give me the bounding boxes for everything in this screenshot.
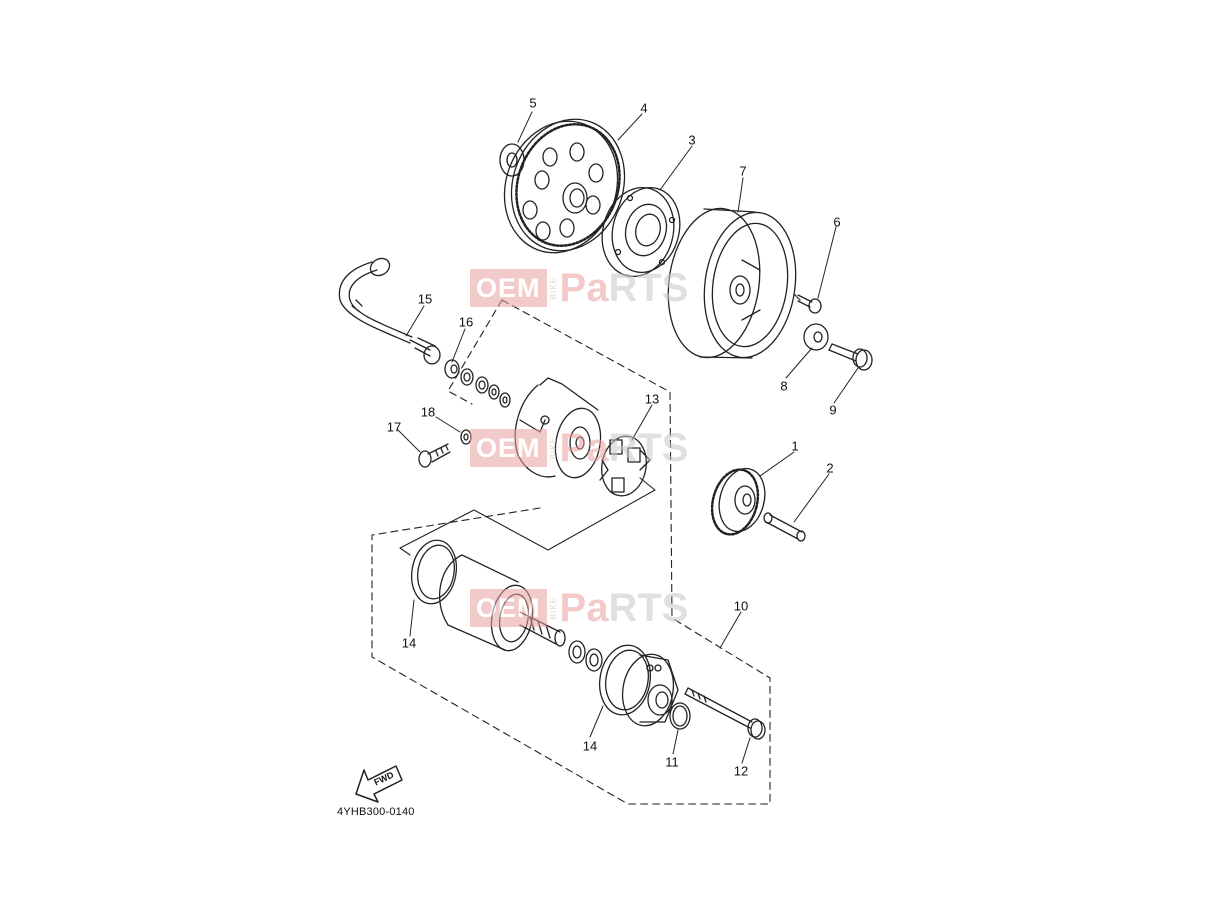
watermark-prefix: OEM xyxy=(470,589,547,627)
callout-11: 11 xyxy=(665,754,679,770)
watermark-vertical: BIKE xyxy=(548,436,558,460)
watermark-accent: Pa xyxy=(559,265,609,310)
part-9-bolt xyxy=(828,343,873,371)
watermark-logo-2: OEM BIKE Pa RTS xyxy=(470,425,689,470)
part-4-gear xyxy=(503,118,626,254)
callout-15: 15 xyxy=(417,291,433,307)
watermark-suffix: RTS xyxy=(608,265,689,310)
assembly-outline-inner xyxy=(399,477,656,556)
armature-washers xyxy=(568,640,603,672)
part-2-shaft xyxy=(763,512,806,542)
watermark-accent: Pa xyxy=(559,425,609,470)
part-8-washer xyxy=(803,323,829,351)
callout-18: 18 xyxy=(420,404,436,420)
starter-rear-cover xyxy=(621,653,679,727)
watermark-prefix: OEM xyxy=(470,269,547,307)
part-12-long-bolt xyxy=(684,687,766,740)
callout-16: 16 xyxy=(458,314,474,330)
assembly-outline-upper xyxy=(371,299,771,805)
watermark-vertical: BIKE xyxy=(548,276,558,300)
callout-1: 1 xyxy=(791,438,799,454)
watermark-suffix: RTS xyxy=(608,425,689,470)
watermark-logo-3: OEM BIKE Pa RTS xyxy=(470,585,689,630)
callout-5: 5 xyxy=(529,95,537,111)
part-6-bolt xyxy=(794,294,822,314)
callout-10: 10 xyxy=(733,598,749,614)
part-17-screw xyxy=(418,443,451,468)
callout-4: 4 xyxy=(640,100,648,116)
callout-7: 7 xyxy=(739,163,747,179)
part-14-o-ring-upper xyxy=(410,539,458,605)
part-13-brush-holder xyxy=(599,435,651,497)
callout-3: 3 xyxy=(688,132,696,148)
part-7-rotor xyxy=(667,207,797,359)
callout-9: 9 xyxy=(829,402,837,418)
watermark-vertical: BIKE xyxy=(548,596,558,620)
part-15-lead-wire xyxy=(338,257,441,365)
callout-13: 13 xyxy=(644,391,660,407)
watermark-accent: Pa xyxy=(559,585,609,630)
watermark-suffix: RTS xyxy=(608,585,689,630)
part-14-o-ring-lower xyxy=(598,644,652,716)
watermark-logo-1: OEM BIKE Pa RTS xyxy=(470,265,689,310)
fwd-arrow-icon xyxy=(355,765,403,803)
watermark-prefix: OEM xyxy=(470,429,547,467)
part-1-gear xyxy=(710,467,766,536)
leader-lines xyxy=(397,111,859,764)
part-11-o-ring xyxy=(669,702,691,730)
callout-8: 8 xyxy=(780,378,788,394)
part-3-one-way-clutch xyxy=(601,186,681,278)
callout-2: 2 xyxy=(826,460,834,476)
callout-6: 6 xyxy=(833,214,841,230)
diagram-code: 4YHB300-0140 xyxy=(337,806,415,818)
callout-12: 12 xyxy=(733,763,749,779)
callout-17: 17 xyxy=(386,419,402,435)
callout-14-lower: 14 xyxy=(582,738,598,754)
part-16-nut-and-washers xyxy=(444,359,511,408)
callout-14-upper: 14 xyxy=(401,635,417,651)
